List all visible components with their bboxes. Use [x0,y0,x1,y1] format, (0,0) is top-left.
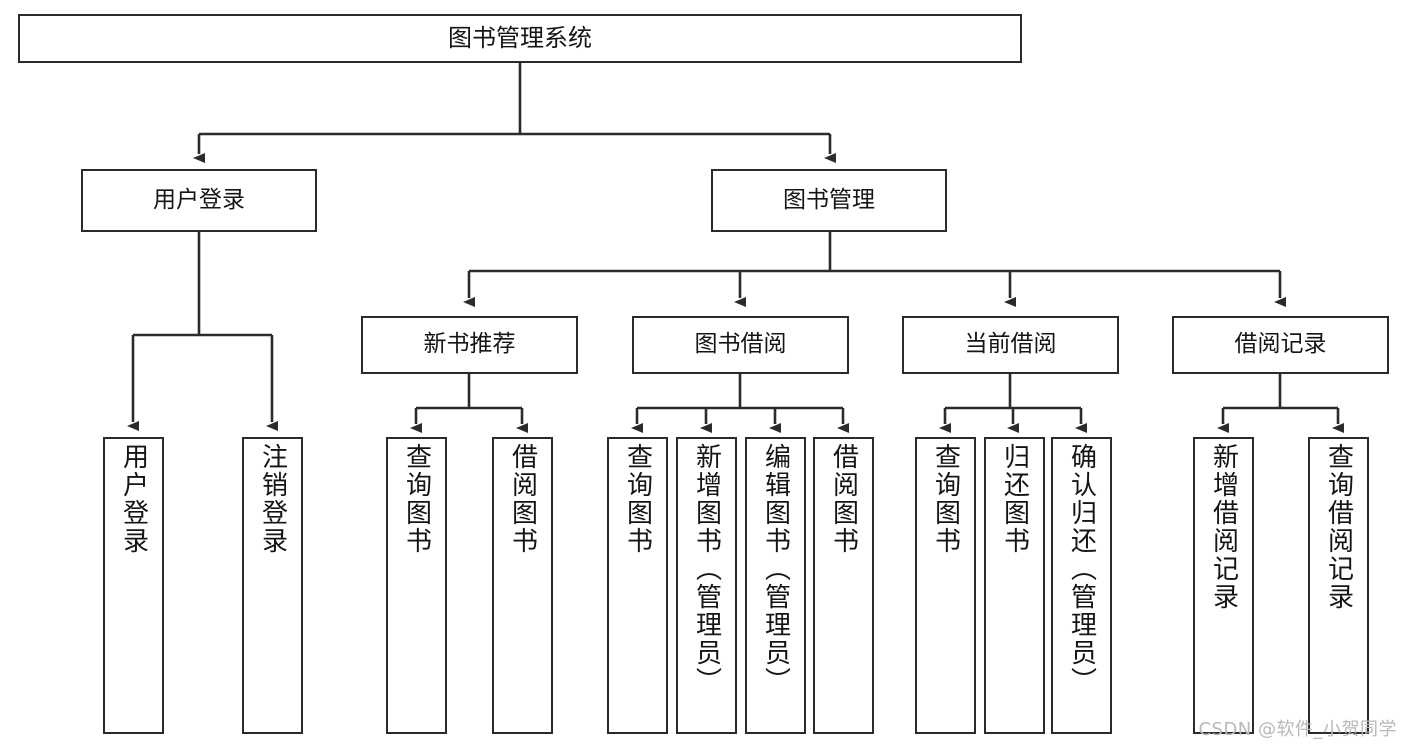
node-user-login[interactable]: 用户登录 [81,169,317,232]
leaf-book-borrow-1[interactable]: 查询图书 [607,437,668,734]
node-current-borrow-label: 当前借阅 [964,331,1057,358]
leaf-book-borrow-1-label: 查询图书 [622,443,653,555]
leaf-book-borrow-2[interactable]: 新增图书（管理员） [676,437,737,734]
leaf-user-login-2[interactable]: 注销登录 [242,437,303,734]
leaf-book-borrow-4[interactable]: 借阅图书 [813,437,874,734]
node-new-book-recommend[interactable]: 新书推荐 [361,316,578,374]
leaf-borrow-record-2-label: 查询借阅记录 [1323,443,1354,611]
leaf-borrow-record-1-label: 新增借阅记录 [1208,443,1239,611]
leaf-book-borrow-2-label: 新增图书（管理员） [691,443,722,695]
node-borrow-record-label: 借阅记录 [1234,331,1327,358]
leaf-current-borrow-2-label: 归还图书 [999,443,1030,555]
leaf-book-borrow-3[interactable]: 编辑图书（管理员） [745,437,806,734]
leaf-current-borrow-3-label: 确认归还（管理员） [1066,443,1097,695]
leaf-book-borrow-3-label: 编辑图书（管理员） [760,443,791,695]
leaf-new-book-1[interactable]: 查询图书 [386,437,447,734]
leaf-user-login-2-label: 注销登录 [257,443,288,555]
leaf-borrow-record-2[interactable]: 查询借阅记录 [1308,437,1369,734]
node-book-management-label: 图书管理 [783,186,875,213]
node-current-borrow[interactable]: 当前借阅 [902,316,1119,374]
node-user-login-label: 用户登录 [153,186,245,213]
leaf-current-borrow-2[interactable]: 归还图书 [984,437,1045,734]
leaf-new-book-1-label: 查询图书 [401,443,432,555]
node-borrow-record[interactable]: 借阅记录 [1172,316,1389,374]
node-root[interactable]: 图书管理系统 [18,14,1022,63]
leaf-user-login-1[interactable]: 用户登录 [103,437,164,734]
csdn-watermark: CSDN @软件_小贺同学 [1198,719,1397,740]
leaf-borrow-record-1[interactable]: 新增借阅记录 [1193,437,1254,734]
leaf-current-borrow-1-label: 查询图书 [930,443,961,555]
leaf-new-book-2-label: 借阅图书 [507,443,538,555]
leaf-user-login-1-label: 用户登录 [118,443,149,555]
leaf-current-borrow-1[interactable]: 查询图书 [915,437,976,734]
node-book-borrow-label: 图书借阅 [694,331,787,358]
node-book-borrow[interactable]: 图书借阅 [632,316,849,374]
leaf-new-book-2[interactable]: 借阅图书 [492,437,553,734]
node-new-book-recommend-label: 新书推荐 [423,331,516,358]
leaf-book-borrow-4-label: 借阅图书 [828,443,859,555]
node-root-label: 图书管理系统 [448,24,592,53]
leaf-current-borrow-3[interactable]: 确认归还（管理员） [1051,437,1112,734]
node-book-management[interactable]: 图书管理 [711,169,947,232]
